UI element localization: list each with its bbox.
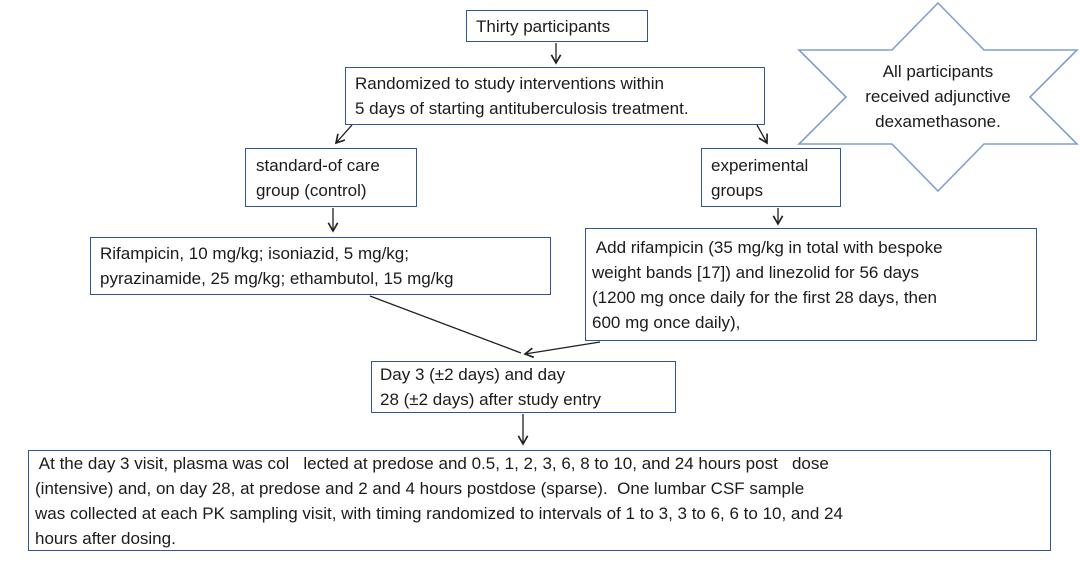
star-callout: All participants received adjunctive dex… [818,59,1058,134]
text-line: dexamethasone. [875,112,1001,131]
text-line: Day 3 (±2 days) and day [380,365,566,384]
arrow-randomized-to-exp [756,124,768,145]
text-line: At the day 3 visit, plasma was col lecte… [35,453,829,473]
box-randomization: Randomized to study interventions within… [345,67,765,125]
box-thirty-participants: Thirty participants [466,10,648,42]
arrow-exp-regimen-to-visits [523,341,601,359]
text-line: 600 mg once daily), [592,312,741,332]
box-experimental-regimen: Add rifampicin (35 mg/kg in total with b… [585,228,1037,341]
text-line: hours after dosing. [35,528,176,548]
text-line: 5 days of starting antituberculosis trea… [355,99,689,118]
text-line: pyrazinamide, 25 mg/kg; ethambutol, 15 m… [100,269,454,288]
text-line: Thirty participants [476,16,611,36]
box-control-regimen: Rifampicin, 10 mg/kg; isoniazid, 5 mg/kg… [90,237,551,295]
box-experimental-groups: experimental groups [701,148,841,207]
text-line: 28 (±2 days) after study entry [380,390,601,409]
text-line: All participants [882,62,994,81]
arrow-randomized-to-soc [334,124,353,145]
line-soc-regimen-to-visits [369,295,522,354]
box-standard-of-care-group: standard-of care group (control) [245,148,417,207]
text-line: weight bands [17]) and linezolid for 56 … [592,262,919,282]
box-sampling-details: At the day 3 visit, plasma was col lecte… [28,450,1051,551]
text-line: experimental [711,155,809,175]
text-line: groups [711,180,763,200]
text-line: standard-of care [256,155,380,175]
text-line: received adjunctive [865,87,1011,106]
text-line: Randomized to study interventions within [355,74,664,93]
text-line: Rifampicin, 10 mg/kg; isoniazid, 5 mg/kg… [100,244,409,263]
text-line: was collected at each PK sampling visit,… [35,503,843,523]
text-line: Add rifampicin (35 mg/kg in total with b… [592,237,943,257]
box-pk-visit-schedule: Day 3 (±2 days) and day 28 (±2 days) aft… [371,361,676,413]
text-line: group (control) [256,180,367,200]
text-line: (1200 mg once daily for the first 28 day… [592,287,937,307]
text-line: (intensive) and, on day 28, at predose a… [35,478,805,498]
